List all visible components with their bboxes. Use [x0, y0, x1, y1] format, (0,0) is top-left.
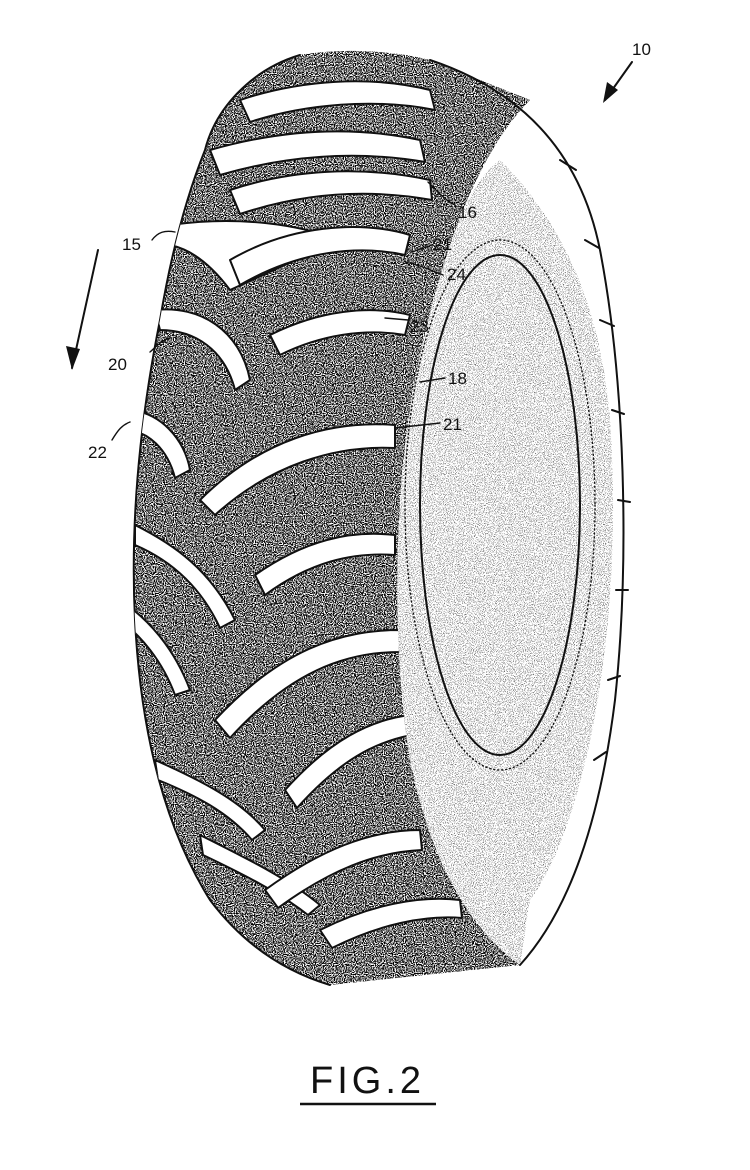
label-18: 18	[448, 369, 467, 388]
label-16: 16	[458, 203, 477, 222]
label-21-lower: 21	[443, 415, 462, 434]
figure-caption: FIG.2	[300, 1060, 436, 1106]
reference-arrow-10	[603, 61, 633, 103]
rotation-arrow	[66, 249, 99, 370]
label-20: 20	[108, 355, 127, 374]
label-22: 22	[88, 443, 107, 462]
label-23: 23	[410, 317, 429, 336]
label-10: 10	[632, 40, 651, 59]
label-21-upper: 21	[433, 235, 452, 254]
label-24: 24	[447, 265, 466, 284]
tread-lugs	[133, 80, 463, 949]
label-15: 15	[122, 235, 141, 254]
caption-text: FIG.2	[310, 1060, 425, 1102]
rim-opening	[404, 239, 596, 771]
leader-lines	[111, 181, 456, 441]
sidewall	[397, 59, 631, 966]
